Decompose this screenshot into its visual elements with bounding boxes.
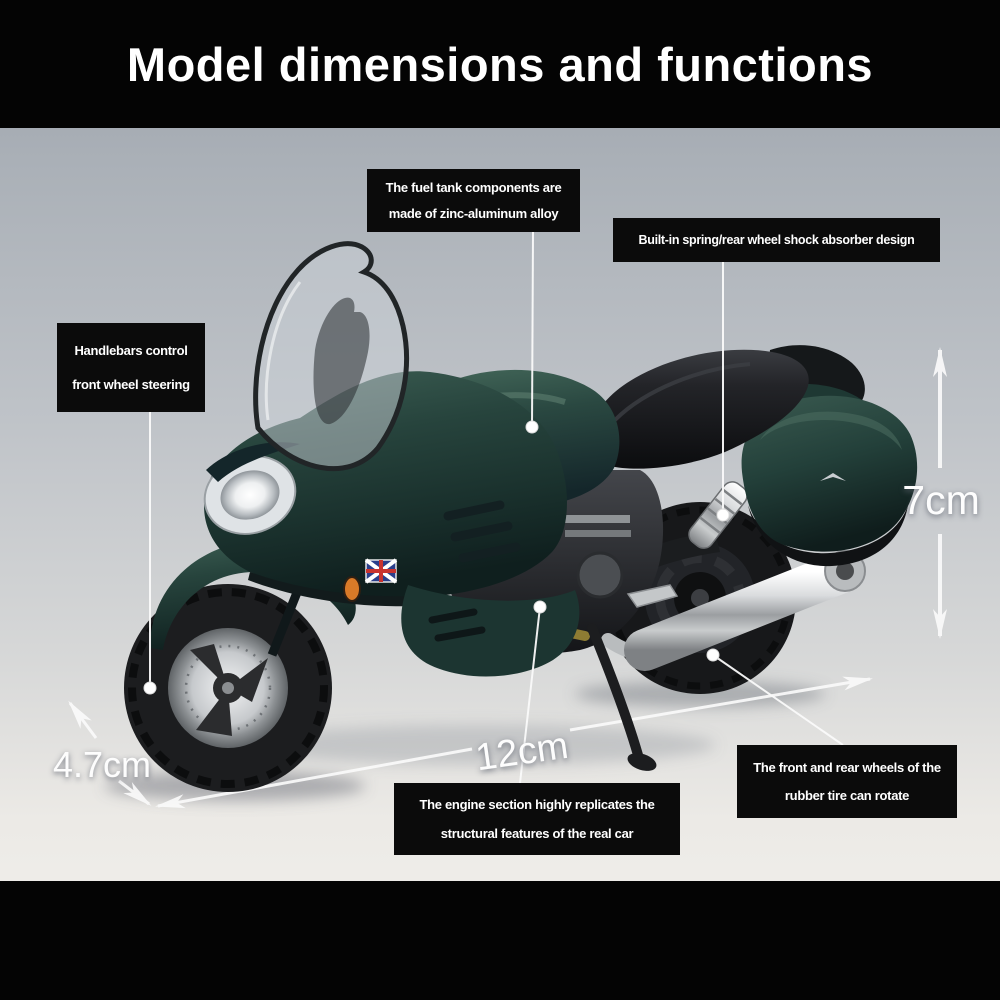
dimension-arrow-length: [155, 676, 873, 809]
callout-handlebars-line2: front wheel steering: [72, 377, 190, 392]
leader-dot-shock: [716, 508, 730, 522]
footer-band: [0, 881, 1000, 1000]
dimension-label-width: 4.7cm: [52, 744, 152, 785]
union-jack-decal: [364, 558, 398, 584]
callout-engine-line1: The engine section highly replicates the: [419, 797, 655, 813]
callout-shock-absorber: Built-in spring/rear wheel shock absorbe…: [613, 218, 940, 262]
headlight: [203, 455, 297, 535]
callout-wheels-line2: rubber tire can rotate: [784, 788, 910, 804]
callout-engine: The engine section highly replicates the…: [394, 783, 680, 855]
callout-fuel-tank-line2: made of zinc-aluminum alloy: [388, 205, 559, 221]
windshield: [253, 241, 410, 472]
callout-wheels-line1: The front and rear wheels of the: [753, 759, 941, 775]
kickstand: [587, 623, 657, 771]
headlight-brow: [206, 442, 300, 482]
pannier-emblem: [820, 473, 846, 481]
dimension-arrow-width: [68, 700, 152, 806]
callout-leaders: [149, 231, 844, 784]
seat: [587, 349, 809, 469]
page-title: Model dimensions and functions: [126, 37, 874, 91]
footpeg-bracket: [626, 584, 679, 608]
callout-fuel-tank-line1: The fuel tank components are: [385, 180, 562, 196]
saddlebag-pannier: [741, 395, 918, 567]
turn-signal: [343, 576, 361, 602]
callout-dots: [143, 420, 730, 695]
callout-shock-absorber-line1: Built-in spring/rear wheel shock absorbe…: [638, 232, 915, 247]
exhaust-muffler: [601, 550, 866, 671]
callout-handlebars-line1: Handlebars control: [74, 343, 188, 358]
leader-dot-engine: [533, 600, 547, 614]
front-fork: [267, 583, 305, 657]
ground-shadow: [105, 681, 825, 801]
leader-dot-wheels: [706, 648, 720, 662]
callout-handlebars: Handlebars control front wheel steering: [57, 323, 205, 412]
header-band: Model dimensions and functions: [0, 0, 1000, 128]
dimension-label-height: 7cm: [902, 477, 980, 523]
mirror-silhouette: [313, 297, 370, 425]
leader-line-fuel-tank: [531, 231, 534, 428]
leader-dot-fuel-tank: [525, 420, 539, 434]
callout-wheels: The front and rear wheels of the rubber …: [737, 745, 957, 818]
leader-line-engine: [519, 606, 541, 784]
callout-fuel-tank: The fuel tank components are made of zin…: [367, 169, 580, 232]
fairing-vents: [443, 500, 521, 563]
callout-engine-line2: structural features of the real car: [440, 825, 634, 841]
leader-dot-handlebars: [143, 681, 157, 695]
motorcycle-model: [124, 241, 918, 792]
leader-line-wheels: [712, 654, 844, 746]
